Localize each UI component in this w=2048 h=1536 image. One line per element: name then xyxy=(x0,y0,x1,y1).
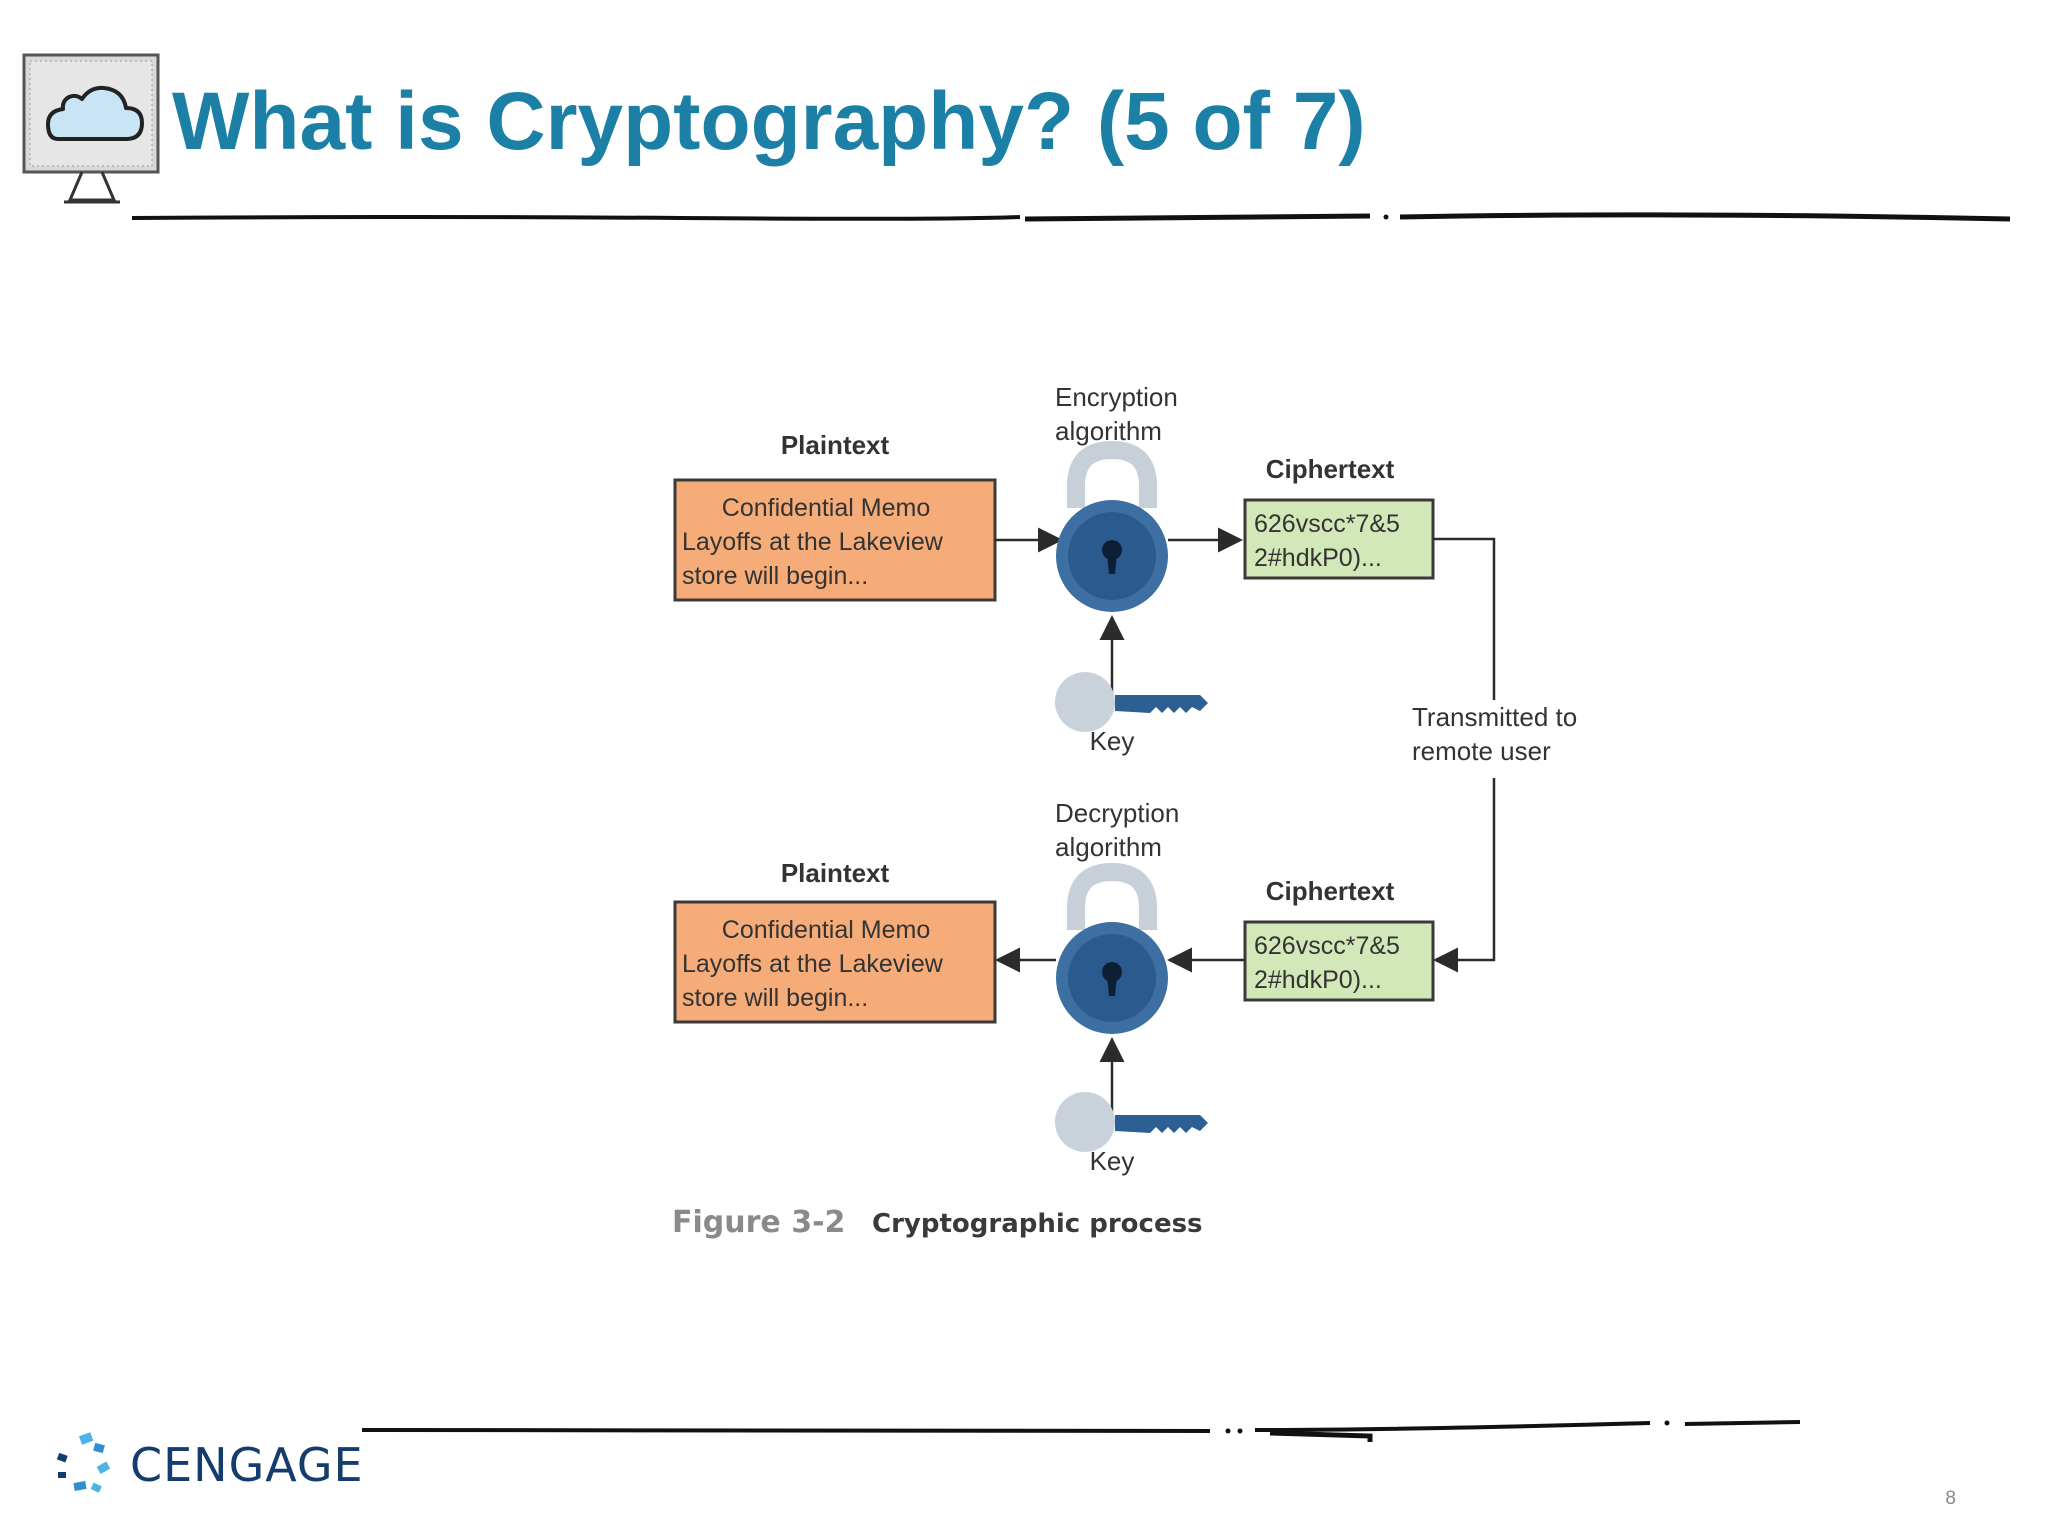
plaintext-line: Layoffs at the Lakeview xyxy=(682,950,944,978)
ciphertext-line: 626vscc*7&5 xyxy=(1254,932,1400,960)
title-underline xyxy=(131,212,2011,222)
ciphertext-box-top: 626vscc*7&5 2#hdkP0)... xyxy=(1243,498,1435,580)
plaintext-box-top: Confidential Memo Layoffs at the Lakevie… xyxy=(673,478,997,602)
decryption-lock-icon xyxy=(1056,862,1168,1034)
figure-number: Figure 3-2 xyxy=(672,1205,845,1240)
ciphertext-label-top: Ciphertext xyxy=(1266,454,1395,484)
encryption-algorithm-label: Encryption algorithm xyxy=(1055,382,1185,446)
ciphertext-line: 626vscc*7&5 xyxy=(1254,510,1400,538)
plaintext-line: store will begin... xyxy=(682,984,868,1012)
ciphertext-line: 2#hdkP0)... xyxy=(1254,544,1382,572)
plaintext-line: store will begin... xyxy=(682,562,868,590)
slide-title: What is Cryptography? (5 of 7) xyxy=(172,76,1366,167)
ciphertext-line: 2#hdkP0)... xyxy=(1254,966,1382,994)
cengage-logo-text: CENGAGE xyxy=(130,1438,364,1492)
ciphertext-box-bottom: 626vscc*7&5 2#hdkP0)... xyxy=(1243,920,1435,1002)
transmission-line-to-ciphertext xyxy=(1433,778,1496,973)
decryption-algorithm-label: Decryption algorithm xyxy=(1055,798,1187,862)
page-number: 8 xyxy=(1945,1488,1956,1509)
plaintext-label-bottom: Plaintext xyxy=(781,858,890,888)
cryptographic-process-diagram: Plaintext Confidential Memo Layoffs at t… xyxy=(672,382,1584,1240)
transmission-label: Transmitted to remote user xyxy=(1412,702,1584,766)
plaintext-line: Confidential Memo xyxy=(722,494,930,522)
plaintext-line: Confidential Memo xyxy=(722,916,930,944)
key-label-bottom: Key xyxy=(1090,1146,1135,1176)
cengage-logo-mark xyxy=(56,1432,111,1493)
cloud-computer-icon xyxy=(22,53,160,204)
figure-caption: Cryptographic process xyxy=(872,1209,1203,1239)
plaintext-label-top: Plaintext xyxy=(781,430,890,460)
transmission-line-down xyxy=(1433,537,1496,700)
key-label-top: Key xyxy=(1090,726,1135,756)
footer-divider xyxy=(361,1420,1801,1442)
encryption-key-icon xyxy=(1055,672,1208,732)
plaintext-box-bottom: Confidential Memo Layoffs at the Lakevie… xyxy=(673,900,997,1024)
ciphertext-label-bottom: Ciphertext xyxy=(1266,876,1395,906)
decryption-key-icon xyxy=(1055,1092,1208,1152)
plaintext-line: Layoffs at the Lakeview xyxy=(682,528,944,556)
encryption-lock-icon xyxy=(1056,440,1168,612)
